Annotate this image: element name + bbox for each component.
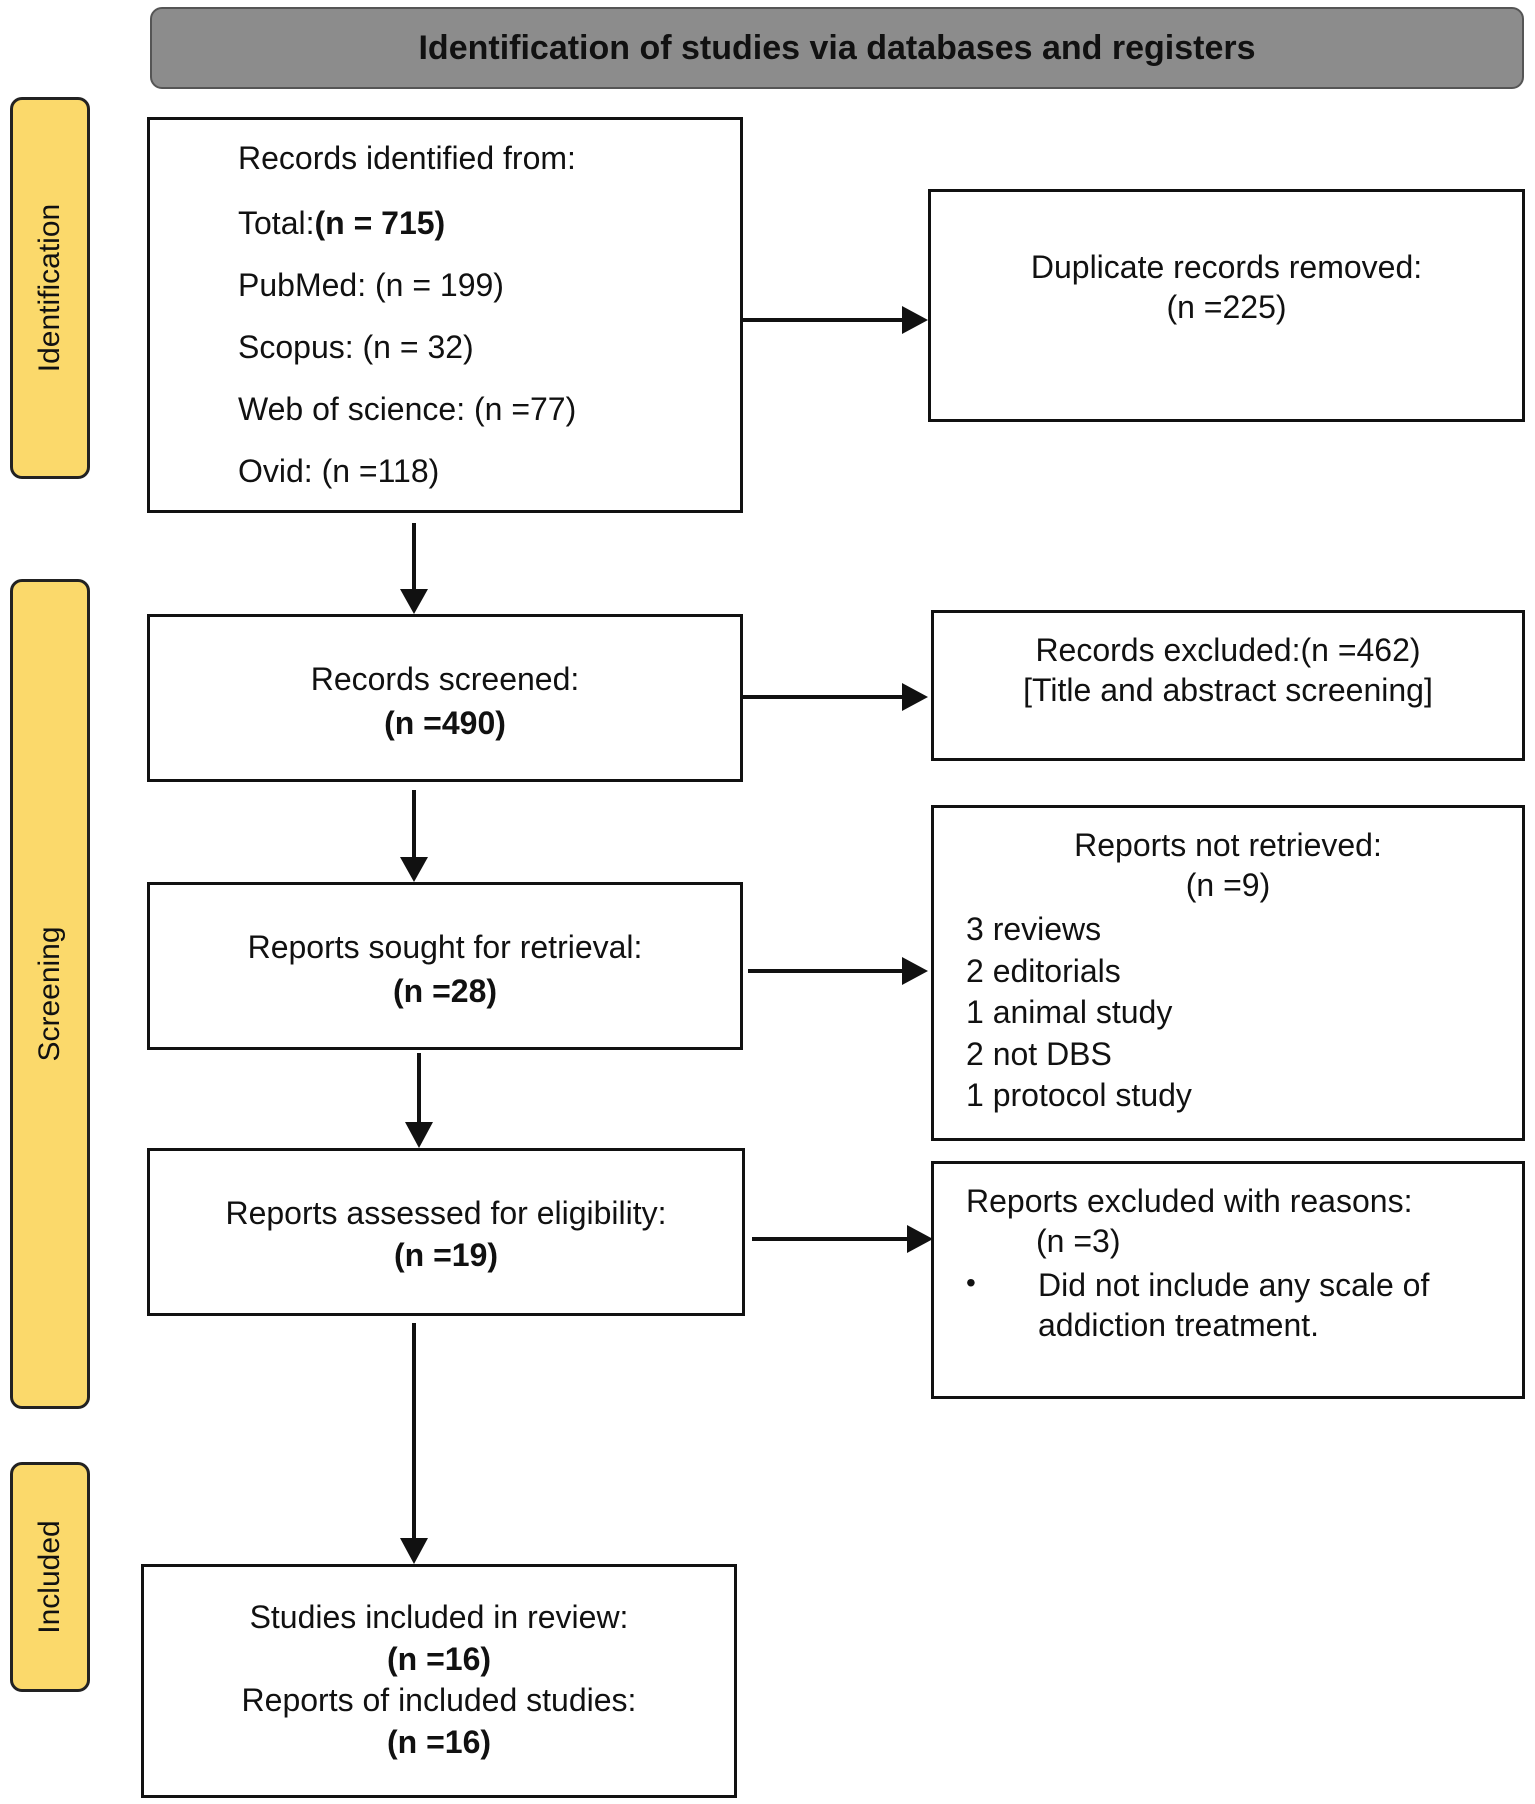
excluded-reason-item: • Did not include any scale of addiction… <box>966 1265 1522 1345</box>
reason-line: Did not include any scale of <box>1038 1267 1430 1303</box>
list-item: 1 protocol study <box>966 1077 1192 1114</box>
phase-identification: Identification <box>10 97 90 479</box>
bullet-icon: • <box>966 1267 976 1298</box>
excluded-label: Records excluded:(n =462) <box>1035 632 1421 668</box>
reports-included-value: (n =16) <box>386 1723 492 1760</box>
records-identified-box: Records identified from: Total:(n = 715)… <box>147 117 743 513</box>
list-item: 1 animal study <box>966 994 1173 1031</box>
duplicates-box: Duplicate records removed: (n =225) <box>928 189 1525 422</box>
studies-included-value: (n =16) <box>386 1640 492 1677</box>
studies-included-box: Studies included in review: (n =16) Repo… <box>141 1564 737 1798</box>
total-line: Total:(n = 715) <box>238 203 740 243</box>
arrowhead-duplicates <box>902 306 928 334</box>
reports-excluded-reasons-box: Reports excluded with reasons: (n =3) • … <box>931 1161 1525 1399</box>
arrowhead-assessed <box>405 1122 433 1148</box>
list-item: 2 editorials <box>966 952 1121 989</box>
sought-value: (n =28) <box>392 973 498 1009</box>
total-label: Total: <box>238 205 315 241</box>
excluded-reasons-label: Reports excluded with reasons: <box>966 1183 1413 1219</box>
source-pubmed: PubMed: (n = 199) <box>238 267 504 303</box>
records-screened-box: Records screened: (n =490) <box>147 614 743 782</box>
source-web-of-science: Web of science: (n =77) <box>238 391 577 427</box>
list-item: 3 reviews <box>966 911 1102 947</box>
not-retrieved-label: Reports not retrieved: <box>1074 827 1382 863</box>
arrowhead-included <box>400 1538 428 1564</box>
excluded-reasons-value: (n =3) <box>1036 1223 1121 1259</box>
arrowhead-sought <box>400 857 428 882</box>
arrowhead-excluded-reasons <box>907 1225 933 1253</box>
reports-not-retrieved-box: Reports not retrieved: (n =9) 3 reviews … <box>931 805 1525 1141</box>
header-title: Identification of studies via databases … <box>418 28 1256 67</box>
header-banner: Identification of studies via databases … <box>150 7 1524 89</box>
assessed-value: (n =19) <box>393 1237 499 1273</box>
reports-assessed-box: Reports assessed for eligibility: (n =19… <box>147 1148 745 1316</box>
reason-line: addiction treatment. <box>1038 1307 1320 1343</box>
source-scopus: Scopus: (n = 32) <box>238 329 474 365</box>
assessed-label: Reports assessed for eligibility: <box>225 1195 667 1231</box>
phase-screening: Screening <box>10 579 90 1409</box>
studies-included-label: Studies included in review: <box>249 1599 629 1635</box>
excluded-note: [Title and abstract screening] <box>1023 672 1433 708</box>
records-identified-label: Records identified from: <box>238 140 576 176</box>
arrowhead-excluded <box>902 683 928 711</box>
screened-label: Records screened: <box>310 661 580 697</box>
sought-label: Reports sought for retrieval: <box>247 929 643 965</box>
not-retrieved-value: (n =9) <box>1185 867 1271 903</box>
duplicates-label: Duplicate records removed: <box>1030 249 1423 285</box>
reports-sought-box: Reports sought for retrieval: (n =28) <box>147 882 743 1050</box>
arrowhead-not-retrieved <box>902 957 928 985</box>
reports-included-label: Reports of included studies: <box>241 1682 637 1719</box>
arrowhead-screened <box>400 589 428 614</box>
total-value: (n = 715) <box>314 205 446 241</box>
records-excluded-box: Records excluded:(n =462) [Title and abs… <box>931 610 1525 761</box>
list-item: 2 not DBS <box>966 1035 1112 1072</box>
not-retrieved-list: 3 reviews 2 editorials 1 animal study 2 … <box>934 909 1522 1117</box>
duplicates-value: (n =225) <box>1166 289 1287 325</box>
screened-value: (n =490) <box>384 705 506 741</box>
source-ovid: Ovid: (n =118) <box>238 453 440 489</box>
phase-included: Included <box>10 1462 90 1692</box>
